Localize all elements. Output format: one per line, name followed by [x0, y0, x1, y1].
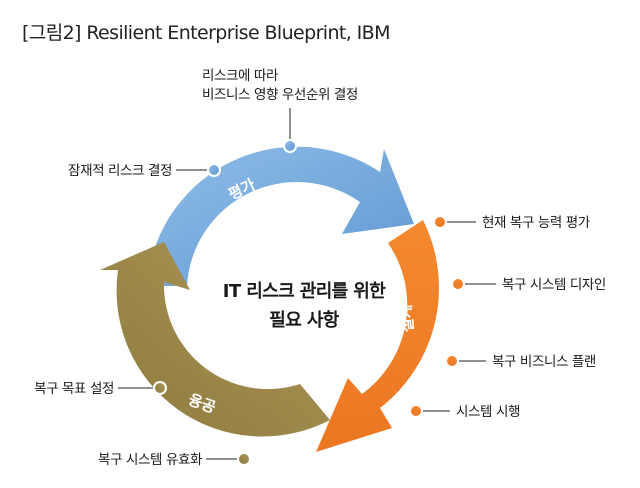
design-label: 설계 [397, 304, 417, 333]
label-biz-priority-line2: 비즈니스 영향 우선순위 결정 [202, 87, 358, 103]
dot-current-recovery [433, 215, 447, 229]
label-recovery-design: 복구 시스템 디자인 [502, 277, 606, 293]
label-biz-priority-line1: 리스크에 따라 [202, 68, 279, 84]
label-current-recovery: 현재 복구 능력 평가 [482, 215, 590, 231]
figure-title: [그림2] Resilient Enterprise Blueprint, IB… [22, 22, 390, 44]
evaluate-arc [147, 146, 414, 286]
dot-biz-recovery-plan [445, 354, 459, 368]
label-biz-recovery-plan: 복구 비즈니스 플랜 [492, 354, 596, 370]
marker-dots [153, 139, 465, 466]
label-recovery-goal: 복구 목표 설정 [34, 381, 114, 397]
label-system-test: 시스템 시행 [456, 404, 520, 420]
design-arc [316, 220, 439, 452]
label-potential-risk: 잠재적 리스크 결정 [68, 163, 172, 179]
dot-recovery-design [451, 277, 465, 291]
center-title-line2: 필요 사항 [269, 310, 340, 331]
dot-recovery-validation [237, 452, 251, 466]
center-title-line1: IT 리스크 관리를 위한 [223, 281, 386, 302]
dot-recovery-goal [153, 381, 167, 395]
dot-system-test [409, 404, 423, 418]
label-recovery-validation: 복구 시스템 유효화 [98, 452, 202, 468]
dot-biz-priority [283, 139, 297, 153]
dot-potential-risk [207, 163, 221, 177]
